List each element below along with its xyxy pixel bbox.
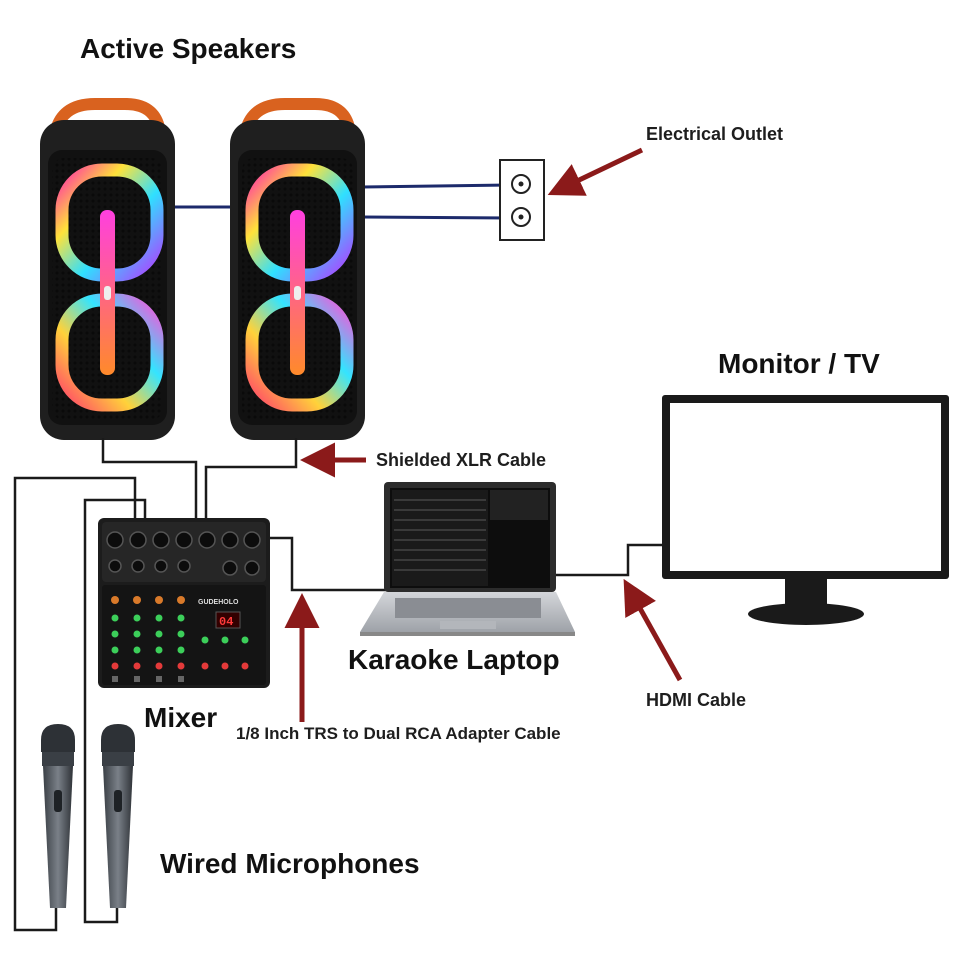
- active-speakers-label: Active Speakers: [80, 33, 297, 64]
- speaker-right: [230, 98, 365, 440]
- microphone-left: [41, 724, 75, 908]
- hdmi-cable: [555, 543, 663, 577]
- microphone-cables: [13, 476, 147, 932]
- mixer-brand: GUDEHOLO: [198, 599, 239, 606]
- hdmi-arrow: [623, 578, 683, 682]
- power-cables: [170, 183, 511, 220]
- xlr-cables: [101, 438, 298, 520]
- electrical-outlet: [499, 159, 545, 241]
- mixer-display: 04: [219, 615, 233, 629]
- microphone-right: [101, 724, 135, 908]
- mixer-label: Mixer: [144, 702, 218, 733]
- trs-rca-cable-label: 1/8 Inch TRS to Dual RCA Adapter Cable: [236, 724, 561, 743]
- monitor-tv-label: Monitor / TV: [718, 348, 880, 379]
- outlet-arrow: [547, 147, 644, 196]
- karaoke-laptop-label: Karaoke Laptop: [348, 644, 560, 675]
- shielded-xlr-cable-label: Shielded XLR Cable: [376, 450, 547, 470]
- hdmi-cable-label: HDMI Cable: [646, 690, 747, 710]
- laptop-device: [360, 482, 575, 636]
- annotation-arrows: [284, 147, 683, 722]
- electrical-outlet-label: Electrical Outlet: [646, 124, 784, 144]
- trs-rca-cable: [268, 536, 396, 592]
- speaker-left: [40, 98, 175, 440]
- wired-microphones-label: Wired Microphones: [160, 848, 420, 879]
- monitor-device: [662, 395, 949, 625]
- mixer-device: [98, 518, 270, 688]
